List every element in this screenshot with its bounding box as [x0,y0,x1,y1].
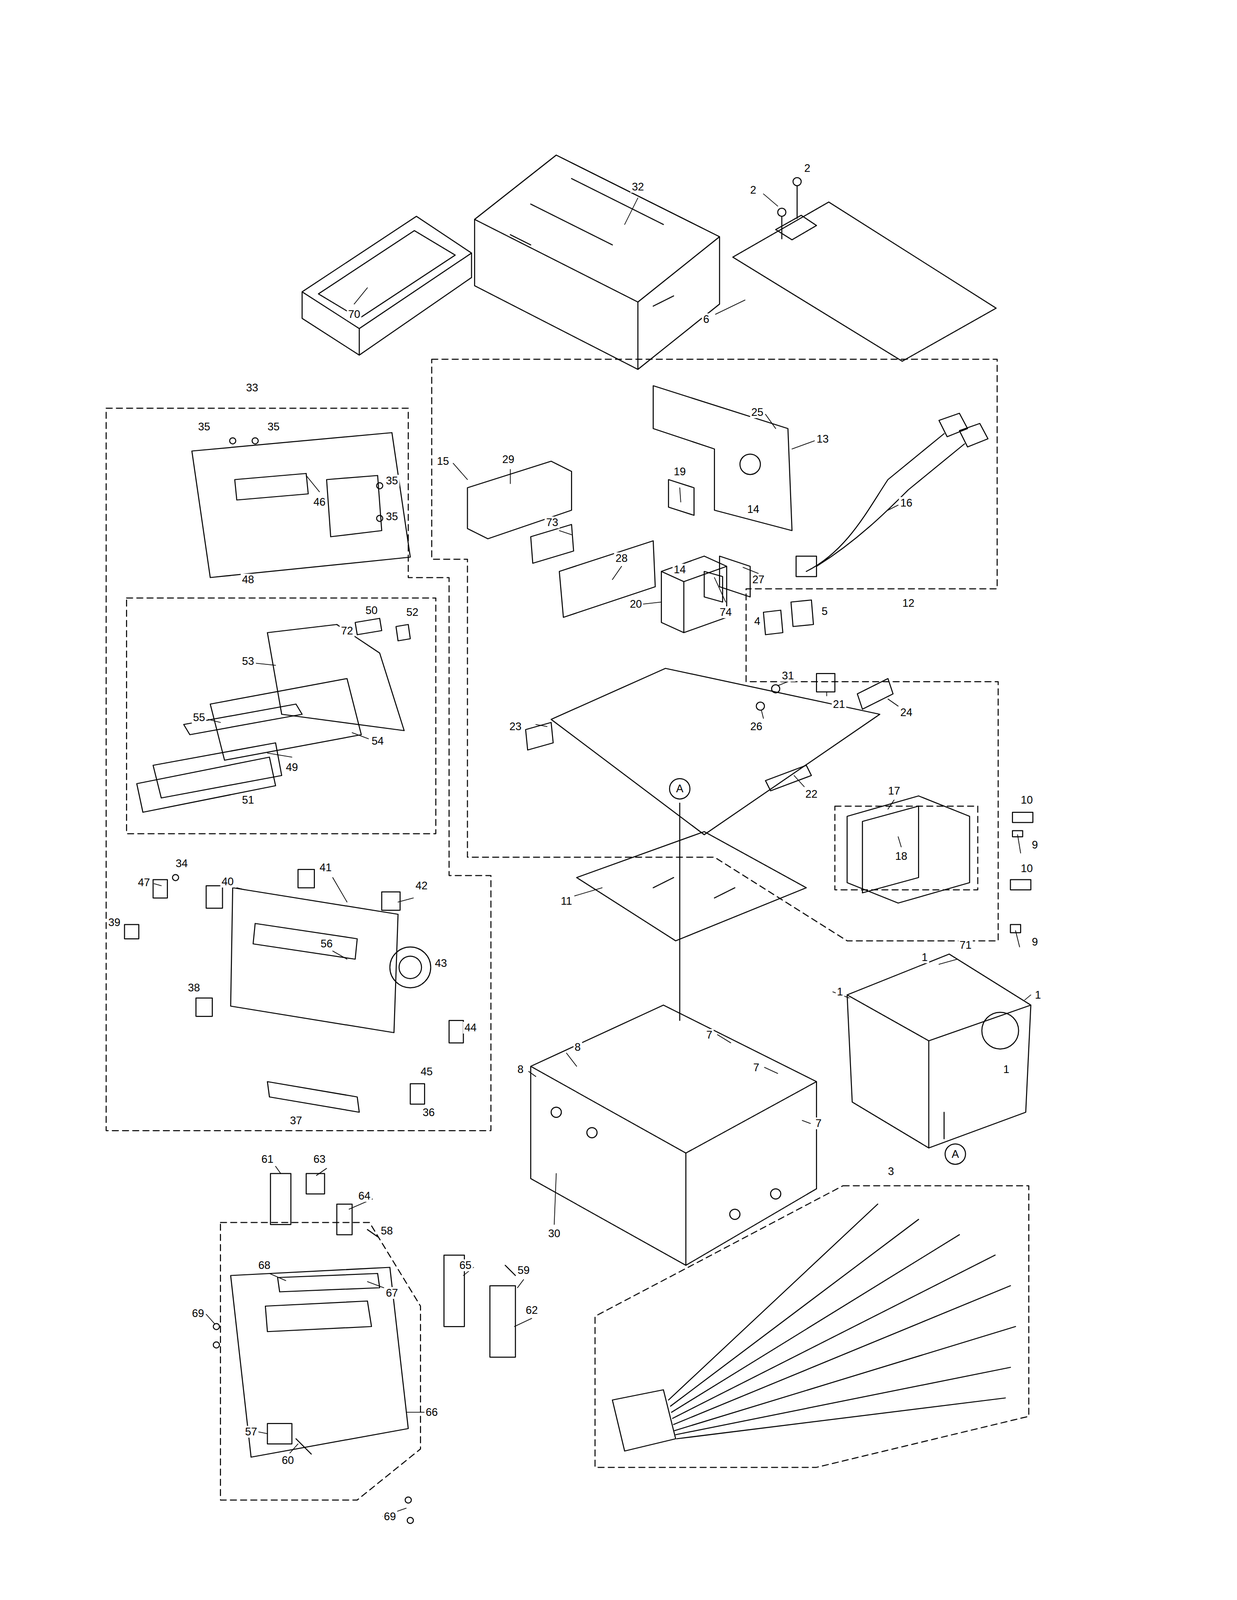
callout-number: 71 [958,939,973,952]
callout-number: 69 [382,1510,398,1523]
callout-number: 73 [544,516,560,529]
callout-number: 30 [546,1227,562,1240]
callout-number: 24 [899,706,915,719]
callout-number: 60 [280,1454,296,1467]
callout-number: 53 [240,655,256,668]
callout-number: 19 [672,465,688,478]
callout-number: 1 [835,986,845,998]
callout-number: 14 [745,503,761,516]
callout-number: 10 [1019,862,1035,875]
callout-number: A [950,1148,961,1161]
callout-number: 66 [424,1406,440,1419]
callout-number: 35 [384,510,400,523]
callout-number: 34 [174,857,190,870]
callout-number: 47 [136,876,152,889]
callout-number: 68 [256,1259,272,1272]
callout-number: 13 [815,433,831,445]
callout-number: 8 [573,1041,582,1054]
callout-number: 58 [379,1225,395,1237]
callout-number: 39 [107,916,123,929]
callout-number: 42 [414,880,430,892]
callout-number: 67 [384,1287,400,1300]
callout-number: 25 [749,406,765,419]
callout-number: 36 [421,1106,437,1119]
callout-number: 44 [463,1021,479,1034]
callout-number: A [674,782,685,795]
callout-number: 41 [317,861,333,874]
callout-number: 1 [1002,1063,1011,1076]
callout-number: 65 [458,1259,474,1272]
callout-number: 18 [893,850,909,863]
callout-number: 62 [524,1304,540,1317]
callout-number: 28 [614,552,630,565]
callout-number: 9 [1030,936,1040,949]
callout-number: 11 [559,895,574,908]
callout-number: 38 [186,982,202,994]
callout-number: 10 [1019,794,1035,807]
callout-number: 61 [259,1153,275,1166]
callout-number: 9 [1030,839,1040,851]
callout-number: 7 [752,1061,761,1074]
callout-number: 45 [419,1065,435,1078]
callout-number: 15 [435,455,451,468]
callout-number: 48 [240,573,256,586]
callout-number: 14 [672,563,688,576]
callout-number: 12 [900,597,916,610]
callout-number: 35 [384,474,400,487]
callout-number: 17 [886,785,902,797]
callout-number: 26 [748,720,764,733]
callout-number: 7 [704,1029,714,1042]
callout-number: 22 [803,788,819,801]
callout-number: 7 [814,1117,823,1130]
callout-number: 31 [780,669,796,682]
callout-number: 37 [288,1114,304,1127]
callout-number: 43 [433,957,449,970]
callout-number: 49 [284,761,300,774]
callout-number: 6 [701,313,711,326]
callout-number: 52 [405,606,421,619]
callout-number: 64 [356,1190,372,1203]
callout-number: 20 [628,598,644,611]
callout-number: 27 [750,573,766,586]
callout-number: 54 [370,735,386,748]
callout-number: 2 [748,184,758,196]
callout-number: 55 [191,711,207,724]
callout-number: 1 [920,951,929,964]
callout-number: 72 [339,625,355,637]
callout-number: 57 [243,1426,259,1438]
callout-number: 56 [319,938,335,950]
callout-number: 33 [244,381,260,394]
callout-number: 32 [630,180,646,193]
callout-number: 63 [312,1153,328,1166]
callout-number: 1 [1033,989,1043,1002]
callout-number: 16 [899,497,915,509]
callout-number: 46 [312,496,328,509]
callout-number: 74 [718,606,734,619]
callout-number: 35 [266,420,282,433]
callout-number: 29 [500,453,516,466]
callout-number: 40 [220,875,235,888]
callout-number: 59 [516,1264,532,1277]
callout-number: 8 [516,1063,525,1076]
callout-number: 23 [508,720,524,733]
callout-number: 3 [886,1165,896,1178]
callout-number: 2 [802,162,812,175]
callout-number: 70 [346,308,362,321]
callout-number: 51 [240,794,256,807]
callout-number: 50 [364,604,380,617]
callout-number: 5 [820,605,829,618]
callout-number: 21 [831,698,847,711]
callout-number: 69 [190,1307,206,1320]
callout-number: 4 [752,615,762,628]
callout-number: 35 [196,420,212,433]
